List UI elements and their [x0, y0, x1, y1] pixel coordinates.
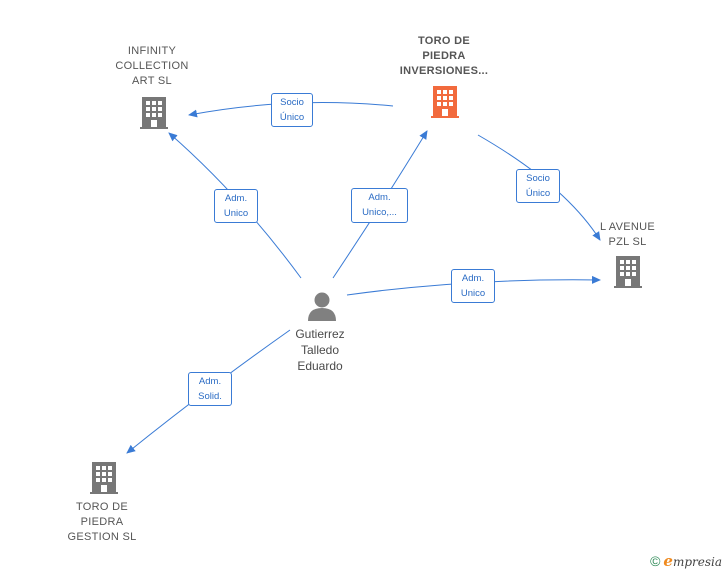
node-l-avenue-pzl[interactable]: L AVENUE PZL SL	[600, 221, 655, 248]
node-toro-de-piedra-inversiones[interactable]: TORO DE PIEDRA INVERSIONES...	[399, 35, 489, 77]
edge-label-socio-unico[interactable]: Socio Único	[271, 93, 313, 127]
copyright-footer: ©empresia	[650, 552, 722, 570]
node-toro-de-piedra-gestion[interactable]: TORO DE PIEDRA GESTION SL	[67, 501, 137, 543]
edge-label-adm-unico[interactable]: Adm. Unico	[214, 189, 258, 223]
building-icon	[431, 86, 459, 118]
copyright-icon: ©	[650, 553, 661, 569]
building-icon	[90, 462, 118, 494]
edge-label-adm-solid[interactable]: Adm. Solid.	[188, 372, 232, 406]
node-infinity-collection-art[interactable]: INFINITY COLLECTION ART SL	[115, 45, 189, 87]
empresia-logo: empresia	[663, 552, 722, 570]
person-icon	[308, 292, 336, 321]
building-icon	[140, 97, 168, 129]
edge-label-adm-unico[interactable]: Adm. Unico	[451, 269, 495, 303]
edge-label-adm-unico-more[interactable]: Adm. Unico,...	[351, 188, 408, 223]
edge-label-socio-unico[interactable]: Socio Único	[516, 169, 560, 203]
node-gutierrez-talledo-eduardo[interactable]: Gutierrez Talledo Eduardo	[295, 327, 345, 373]
building-icon	[614, 256, 642, 288]
